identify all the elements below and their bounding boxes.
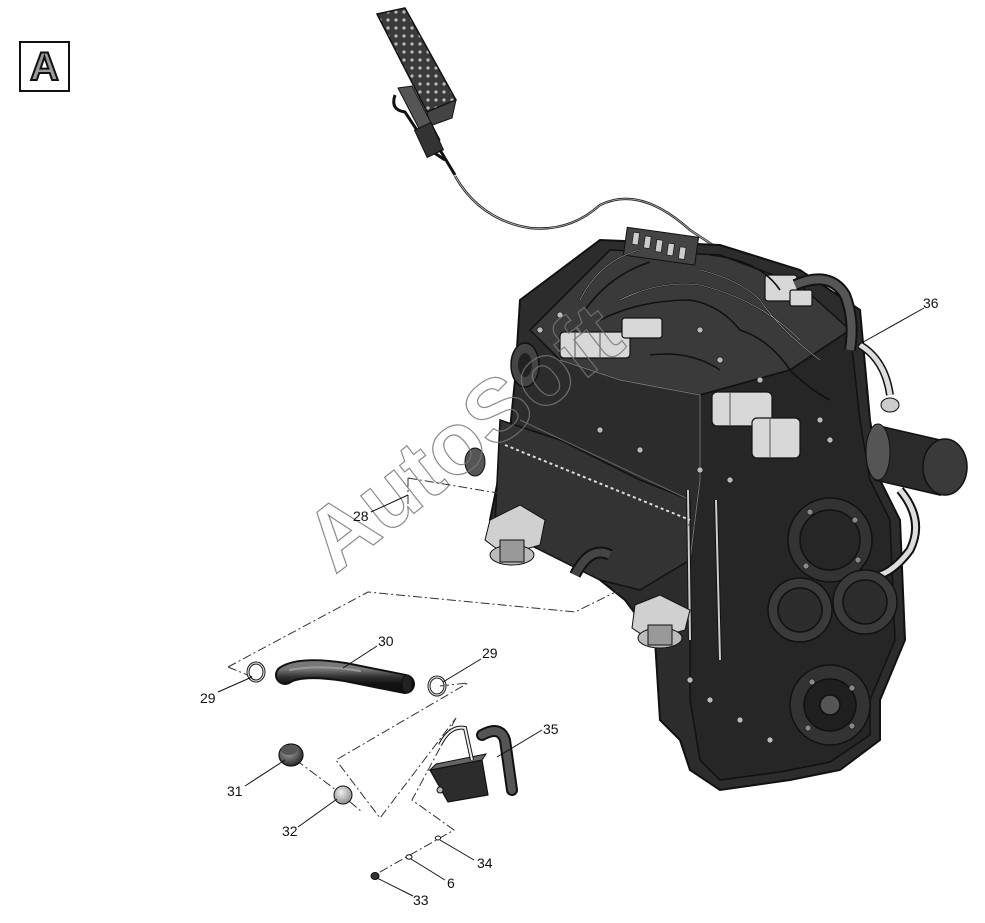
mounting-foot-left (484, 504, 546, 566)
callout-29-left: 29 (200, 690, 216, 706)
nut-34 (434, 835, 442, 841)
mounting-foot-right (631, 594, 691, 649)
cap-31 (278, 743, 304, 767)
clamp-29-right (427, 675, 447, 697)
phantom-lines (227, 477, 696, 877)
plug-32 (333, 785, 353, 805)
leader-lines (217, 307, 925, 897)
callout-35: 35 (543, 721, 559, 737)
hose-30 (275, 659, 415, 694)
terminal-strip (622, 226, 700, 266)
callout-28: 28 (353, 508, 369, 524)
washer-6 (405, 854, 413, 860)
callout-31: 31 (227, 783, 243, 799)
callout-32: 32 (282, 823, 298, 839)
accelerator-pedal (375, 7, 458, 176)
callout-33: 33 (413, 892, 429, 908)
callout-29-right: 29 (482, 645, 498, 661)
callout-30: 30 (378, 633, 394, 649)
bracket-35 (428, 725, 518, 803)
callout-labels: 36 28 30 29 29 35 31 32 34 6 33 (200, 295, 939, 908)
callout-36: 36 (923, 295, 939, 311)
transmission-housing (464, 226, 968, 792)
callout-34: 34 (477, 855, 493, 871)
callout-6: 6 (447, 875, 455, 891)
clamp-29-left (246, 661, 266, 683)
view-label-box: A (19, 41, 70, 92)
oil-filter (865, 397, 968, 496)
view-label-letter: A (29, 44, 60, 89)
bolt-33 (370, 872, 380, 880)
